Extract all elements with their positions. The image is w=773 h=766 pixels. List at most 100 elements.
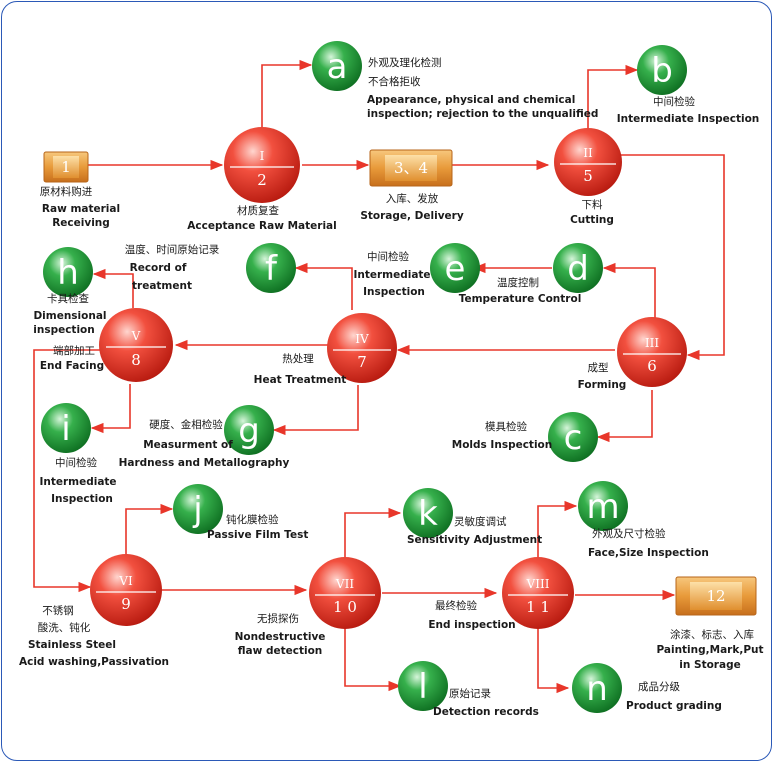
- node-label: Passive Film Test: [207, 529, 308, 541]
- node-label: Acceptance Raw Material: [187, 220, 336, 232]
- node-label: 不合格拒收: [368, 75, 421, 88]
- connectors: [33, 59, 725, 694]
- node-label: Intermediate: [39, 476, 116, 488]
- node-label: 端部加工: [53, 344, 95, 357]
- node-label: Detection records: [433, 706, 539, 718]
- node-label: 成型: [588, 361, 609, 374]
- node-label: Stainless Steel: [28, 639, 116, 651]
- node-label: Intermediate: [353, 269, 430, 281]
- node-letter: h: [57, 253, 79, 293]
- node-label: 外观及尺寸检验: [592, 527, 666, 540]
- arrow-IV-to-f: [294, 262, 353, 310]
- node-label: 成品分级: [638, 681, 680, 693]
- green-node-h: h 温度、时间原始记录 Record of treatment 卡具检查 Dim…: [33, 243, 219, 336]
- node-label: flaw detection: [238, 645, 323, 657]
- node-label: Sensitivity Adjustment: [407, 534, 542, 546]
- step-number: 7: [357, 353, 367, 371]
- arrow-IV-to-g: [272, 385, 359, 436]
- node-letter: c: [564, 418, 583, 458]
- box-label: Receiving: [52, 217, 110, 229]
- node-letter: k: [418, 494, 438, 534]
- node-label: Temperature Control: [459, 293, 582, 305]
- arrow-V-to-h: [92, 268, 134, 308]
- red-node-VII: VII 1 0 无损探伤 Nondestructive flaw detecti…: [235, 557, 381, 657]
- node-letter: l: [418, 667, 427, 707]
- step-number: 6: [647, 357, 657, 375]
- node-label: 热处理: [282, 352, 314, 365]
- node-label: Product grading: [626, 700, 722, 712]
- arrow-V-to-VI: [33, 349, 100, 593]
- node-label: 硬度、金相检验: [149, 418, 223, 431]
- node-label: Intermediate Inspection: [617, 113, 760, 125]
- node-label: 不锈钢: [42, 604, 74, 617]
- green-node-j: j 钝化膜检验 Passive Film Test: [173, 484, 308, 541]
- arrow-V-to-i: [90, 384, 131, 434]
- box-label: Raw material: [42, 203, 120, 215]
- step-number: 8: [131, 351, 141, 369]
- node-label: Record of: [130, 262, 187, 274]
- arrow-VII-to-k: [344, 507, 402, 557]
- green-node-e: e 中间检验 Intermediate Inspection: [353, 243, 480, 298]
- arrow-III-to-c: [596, 390, 653, 443]
- green-node-l: l 原始记录 Detection records: [398, 661, 539, 718]
- roman-numeral: IV: [355, 332, 369, 346]
- box-label: 涂漆、标志、入库: [670, 628, 754, 641]
- box-number: 3、4: [394, 159, 428, 177]
- node-label: 无损探伤: [257, 612, 299, 625]
- node-label: 模具检验: [485, 420, 527, 433]
- node-letter: i: [61, 409, 70, 449]
- box-label: Painting,Mark,Put: [656, 644, 763, 656]
- node-label: Dimensional: [33, 310, 106, 322]
- roman-numeral: VIII: [526, 577, 550, 591]
- node-letter: j: [192, 490, 202, 530]
- node-label: Cutting: [570, 214, 614, 226]
- red-node-V: V 8 端部加工 End Facing: [40, 308, 173, 382]
- node-label: Appearance, physical and chemical: [367, 94, 575, 106]
- roman-numeral: I: [260, 149, 265, 163]
- box-label: Storage, Delivery: [360, 210, 464, 222]
- box-number: 12: [706, 587, 725, 605]
- node-label: End inspection: [428, 619, 515, 631]
- red-node-I: I 2 材质复查 Acceptance Raw Material: [187, 127, 337, 232]
- node-label: 下料: [582, 198, 603, 211]
- box-label: 原材料购进: [40, 185, 93, 198]
- node-label: End Facing: [40, 360, 104, 372]
- box-12: 12 涂漆、标志、入库 Painting,Mark,Put in Storage: [656, 576, 764, 671]
- arrow-I-to-a: [261, 59, 313, 138]
- box-label: 入库、发放: [386, 192, 439, 205]
- red-node-IV: IV 7 热处理 Heat Treatment: [254, 313, 397, 386]
- box-3-4: 3、4 入库、发放 Storage, Delivery: [360, 149, 464, 222]
- step-number: 1 1: [526, 598, 550, 616]
- roman-numeral: II: [583, 146, 593, 160]
- node-letter: e: [445, 249, 466, 289]
- green-node-g: g 硬度、金相检验 Measurment of Hardness and Met…: [119, 405, 290, 469]
- roman-numeral: VII: [335, 577, 354, 591]
- node-label: 中间检验: [55, 456, 97, 469]
- arrow-II-to-III: [620, 154, 725, 361]
- box-1: 1 原材料购进 Raw material Receiving: [40, 151, 120, 229]
- node-label: Hardness and Metallography: [119, 457, 290, 469]
- step-number: 2: [257, 171, 267, 189]
- node-letter: d: [567, 249, 589, 289]
- step-number: 9: [121, 595, 131, 613]
- green-node-b: b 中间检验 Intermediate Inspection: [617, 45, 760, 125]
- node-label: 最终检验: [435, 599, 477, 612]
- step-number: 1 0: [333, 598, 357, 616]
- red-node-VIII: VIII 1 1 最终检验 End inspection: [428, 557, 574, 631]
- node-label: 中间检验: [367, 250, 409, 263]
- arrow-II-to-b: [587, 64, 639, 130]
- node-label: 原始记录: [449, 687, 491, 700]
- node-label: Inspection: [363, 286, 425, 298]
- node-letter: f: [265, 249, 278, 289]
- node-label: inspection: [33, 324, 95, 336]
- green-node-f: f: [246, 243, 296, 293]
- node-label: 温度、时间原始记录: [125, 243, 220, 256]
- step-number: 5: [583, 167, 593, 185]
- node-letter: a: [327, 47, 348, 87]
- green-node-c: c 模具检验 Molds Inspection: [452, 412, 598, 462]
- green-node-k: k 灵敏度调试 Sensitivity Adjustment: [403, 488, 542, 546]
- green-node-m: m 外观及尺寸检验 Face,Size Inspection: [578, 481, 709, 559]
- node-letter: m: [586, 487, 619, 527]
- green-node-a: a 外观及理化检测 不合格拒收 Appearance, physical and…: [312, 41, 598, 120]
